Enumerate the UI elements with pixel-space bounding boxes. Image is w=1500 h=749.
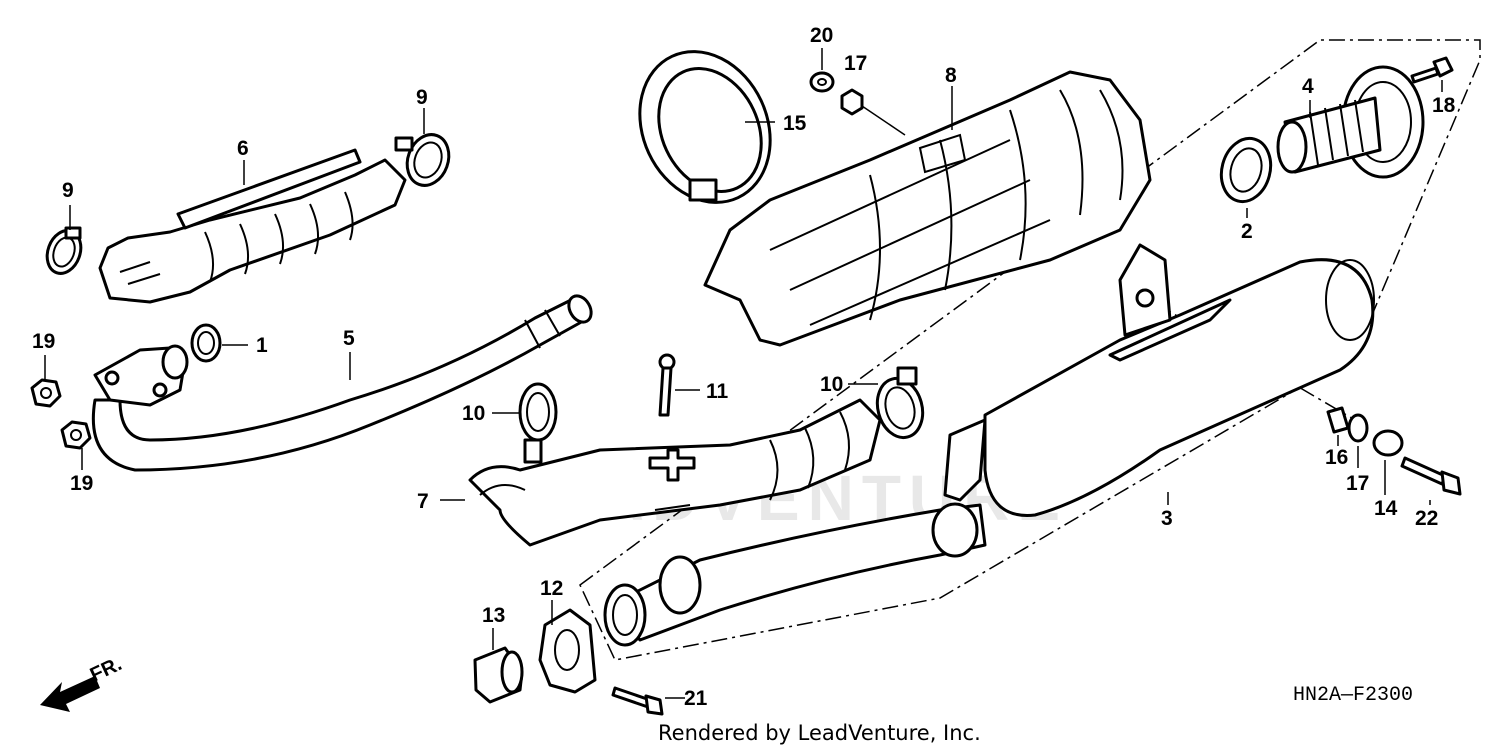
part-19-nut-upper xyxy=(30,378,62,408)
part-7-inner-protector xyxy=(468,398,882,547)
callout-8: 8 xyxy=(945,64,957,87)
part-1-gasket xyxy=(190,323,222,363)
callout-18: 18 xyxy=(1432,94,1456,117)
part-19-nut-lower xyxy=(60,420,92,450)
part-12-clamp xyxy=(538,608,597,694)
callout-6: 6 xyxy=(237,137,249,160)
part-11-stay xyxy=(658,353,676,417)
part-17-washer-right xyxy=(1347,413,1369,443)
credit-line: Rendered by LeadVenture, Inc. xyxy=(658,721,981,745)
callout-22: 22 xyxy=(1415,507,1438,530)
part-16-collar xyxy=(1326,406,1350,434)
part-18-bolt xyxy=(1410,56,1454,84)
part-21-bolt xyxy=(611,686,664,716)
callout-5: 5 xyxy=(343,327,355,350)
part-9-band-left xyxy=(45,226,83,275)
callout-13: 13 xyxy=(482,604,505,627)
callout-11: 11 xyxy=(706,380,729,403)
callout-15: 15 xyxy=(783,112,807,135)
callout-10-left: 10 xyxy=(462,402,485,425)
part-14-collar xyxy=(1372,429,1404,457)
part-22-bolt xyxy=(1400,456,1462,496)
callout-4: 4 xyxy=(1302,75,1314,98)
part-13-sleeve xyxy=(473,646,524,704)
callout-16: 16 xyxy=(1325,446,1348,469)
callout-17-top: 17 xyxy=(844,52,867,75)
callout-17-right: 17 xyxy=(1346,472,1369,495)
callout-7: 7 xyxy=(417,490,429,513)
callout-10-right: 10 xyxy=(820,373,843,396)
leader-lines xyxy=(44,48,1443,699)
part-15-band xyxy=(638,50,772,204)
diagram-code: HN2A—F2300 xyxy=(1293,684,1413,707)
part-10-band-right xyxy=(875,366,925,440)
part-2-gasket xyxy=(1219,136,1273,204)
front-direction-arrow: FR. xyxy=(40,653,125,712)
part-4-spark-arrester xyxy=(1276,65,1425,179)
callout-2: 2 xyxy=(1241,220,1253,243)
callout-19-top: 19 xyxy=(32,330,55,353)
callout-9-right: 9 xyxy=(416,86,428,109)
callout-21: 21 xyxy=(684,687,708,710)
callout-12: 12 xyxy=(540,577,563,600)
part-17-nut-top xyxy=(840,88,864,116)
part-5-exhaust-pipe xyxy=(91,294,593,472)
part-10-band-left xyxy=(518,382,558,464)
part-9-band-right xyxy=(394,133,451,187)
callout-3: 3 xyxy=(1161,507,1173,530)
callout-9-left: 9 xyxy=(62,179,74,202)
callout-19-bottom: 19 xyxy=(70,472,93,495)
part-6-heat-protector xyxy=(98,148,407,304)
callout-1: 1 xyxy=(256,334,268,357)
part-3-muffler xyxy=(603,243,1375,647)
callout-14: 14 xyxy=(1374,497,1398,520)
callouts: 1 2 3 4 5 6 7 8 9 9 10 10 11 12 13 14 15… xyxy=(32,24,1456,710)
part-20-washer xyxy=(809,71,835,93)
callout-20: 20 xyxy=(810,24,833,47)
part-8-muffler-protector xyxy=(703,70,1152,347)
assembly-boundary xyxy=(579,39,1481,661)
